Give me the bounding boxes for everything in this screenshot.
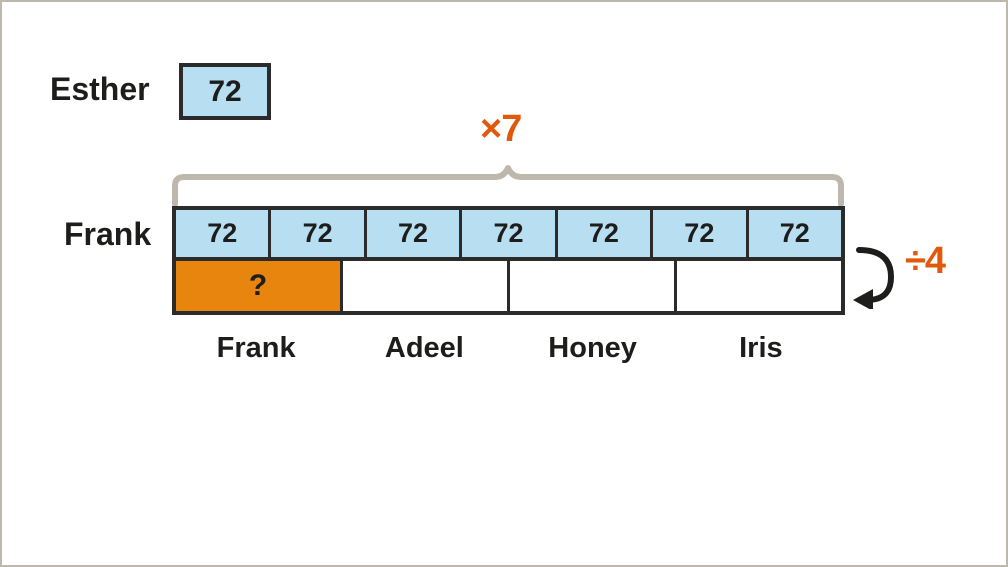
bar-bottom-row: ?: [172, 261, 845, 315]
frank-row-label: Frank: [64, 216, 152, 252]
esther-value-box: 72: [179, 63, 271, 120]
bar-cell-value: 72: [684, 218, 715, 248]
curved-arrow-left-icon: [853, 247, 895, 309]
bar-cell: 72: [271, 210, 367, 257]
esther-label: Esther: [50, 71, 150, 107]
bar-cell-value: 72: [398, 218, 429, 248]
bar-name-label: Frank: [216, 332, 296, 364]
bar-top-row: 72 72 72 72 72 72 72: [172, 206, 845, 261]
bar-cell-value: 72: [493, 218, 524, 248]
bar-cell: [510, 261, 677, 311]
bar-cell-value: 72: [302, 218, 333, 248]
bar-model: 72 72 72 72 72 72 72 ?: [172, 206, 845, 315]
bar-name-label: Honey: [548, 332, 637, 364]
bar-cell: 72: [653, 210, 749, 257]
bar-cell: [677, 261, 841, 311]
bar-cell-unknown: ?: [176, 261, 343, 311]
curly-brace-icon: [172, 165, 844, 206]
bar-cell: 72: [176, 210, 272, 257]
bar-cell-value: 72: [207, 218, 238, 248]
divide-operator-label: ÷4: [905, 240, 946, 282]
bar-cell-value: ?: [248, 269, 268, 302]
bar-names-row: Frank Adeel Honey Iris: [172, 332, 845, 365]
multiply-operator-label: ×7: [480, 108, 522, 150]
bar-cell: 72: [557, 210, 654, 257]
bar-cell: 72: [366, 210, 463, 257]
bar-cell: 72: [748, 210, 841, 257]
bar-cell: [343, 261, 510, 311]
esther-value: 72: [208, 74, 242, 108]
bar-cell: 72: [462, 210, 558, 257]
bar-name-label: Iris: [739, 332, 783, 364]
bar-cell-value: 72: [779, 218, 810, 248]
bar-name-label: Adeel: [384, 332, 464, 364]
bar-cell-value: 72: [588, 218, 619, 248]
